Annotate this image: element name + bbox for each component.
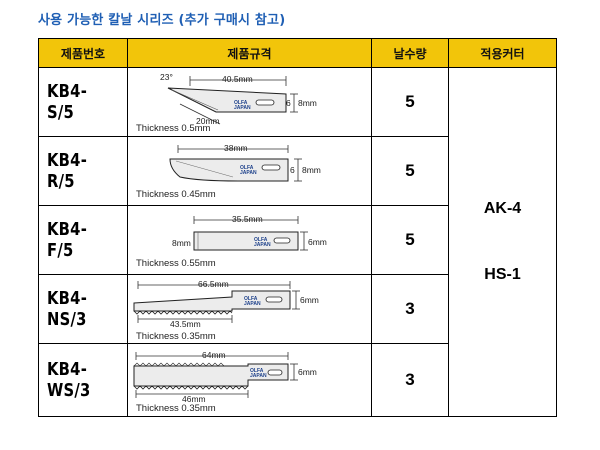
blade-height-inner-label: 6 xyxy=(286,98,291,108)
blade-edge-label: 20mm xyxy=(196,116,220,126)
blade-edge-label: 43.5mm xyxy=(170,319,201,329)
brand-mark: OLFA xyxy=(250,368,264,374)
product-code-text: KB4-WS/3 xyxy=(47,359,91,401)
blade-quantity: 5 xyxy=(371,136,449,206)
blade-height-inner-label: 6 xyxy=(290,165,295,175)
blade-length-label: 35.5mm xyxy=(232,214,263,224)
product-code: KB4-NS/3 xyxy=(38,274,128,344)
header-blade-quantity: 날수량 xyxy=(371,38,449,68)
blade-drawing-ws: 64mm OLFA JAPAN 46mm 6mm Thickness 0.35 xyxy=(133,350,317,414)
blade-quantity: 5 xyxy=(371,205,449,275)
product-code: KB4-F/5 xyxy=(38,205,128,275)
blade-height-label: 6mm xyxy=(308,237,327,247)
table-row: KB4-NS/3 66.5mm OLFA JAPAN 43.5mm xyxy=(38,274,557,344)
blade-quantity: 3 xyxy=(371,343,449,417)
blade-height-label: 6mm xyxy=(298,367,317,377)
cutter-hs-1: HS-1 xyxy=(484,266,521,283)
brand-mark-sub: JAPAN xyxy=(254,242,271,248)
product-spec: 66.5mm OLFA JAPAN 43.5mm 6mm Thickness 0… xyxy=(127,274,372,344)
product-code-text: KB4-S/5 xyxy=(47,81,88,123)
product-code-text: KB4-R/5 xyxy=(47,150,88,192)
brand-mark: OLFA xyxy=(244,296,258,302)
header-product-spec: 제품규격 xyxy=(127,38,372,68)
brand-mark-sub: JAPAN xyxy=(240,170,257,176)
product-spec: 64mm OLFA JAPAN 46mm 6mm Thickness 0.35 xyxy=(127,343,372,417)
table-header-row: 제품번호 제품규격 날수량 적용커터 xyxy=(38,38,557,68)
blade-length-label: 40.5mm xyxy=(222,74,253,84)
product-spec: 38mm OLFA JAPAN 6 8mm Thickness 0.45mm xyxy=(127,136,372,206)
blade-edge-label: 46mm xyxy=(182,394,206,404)
product-code: KB4-WS/3 xyxy=(38,343,128,417)
table-row: KB4-WS/3 64mm OLFA JAPAN 46mm xyxy=(38,343,557,417)
brand-mark-sub: JAPAN xyxy=(250,373,267,379)
blade-thickness-label: Thickness 0.5mm xyxy=(136,123,211,134)
brand-mark: OLFA xyxy=(234,100,248,106)
product-code-text: KB4-F/5 xyxy=(47,219,88,261)
blade-height-label: 8mm xyxy=(302,165,321,175)
blade-drawing-f: 35.5mm OLFA JAPAN 8mm 6mm Thickness 0.55… xyxy=(136,214,327,269)
product-spec: 40.5mm 23° OLFA JAPAN 20mm 6 8 xyxy=(127,67,372,137)
blade-thickness-label: Thickness 0.35mm xyxy=(136,331,216,342)
blade-left-height-label: 8mm xyxy=(172,238,191,248)
brand-mark: OLFA xyxy=(240,165,254,171)
blade-quantity: 3 xyxy=(371,274,449,344)
blade-angle-label: 23° xyxy=(160,72,173,82)
blade-length-label: 66.5mm xyxy=(198,279,229,289)
blade-drawing-ns: 66.5mm OLFA JAPAN 43.5mm 6mm Thickness 0… xyxy=(133,279,319,342)
blade-thickness-label: Thickness 0.45mm xyxy=(136,189,216,200)
blade-drawing-s: 40.5mm 23° OLFA JAPAN 20mm 6 8 xyxy=(136,72,317,134)
blade-drawing-r: 38mm OLFA JAPAN 6 8mm Thickness 0.45mm xyxy=(136,143,321,200)
table-row: KB4-S/5 40.5mm 23° OLFA JAPAN xyxy=(38,67,557,417)
blade-length-label: 38mm xyxy=(224,143,248,153)
blade-height-label: 6mm xyxy=(300,295,319,305)
blade-thickness-label: Thickness 0.55mm xyxy=(136,258,216,269)
table-row: KB4-F/5 35.5mm OLFA JAPAN 8mm 6mm xyxy=(38,205,557,275)
product-code-text: KB4-NS/3 xyxy=(47,288,88,330)
cutter-ak-4: AK-4 xyxy=(483,200,522,217)
blade-spec-table: 제품번호 제품규격 날수량 적용커터 KB4-S/5 40.5mm 23° xyxy=(38,38,557,417)
blade-quantity: 5 xyxy=(371,67,449,137)
brand-mark-sub: JAPAN xyxy=(234,105,251,111)
blade-thickness-label: Thickness 0.35mm xyxy=(136,403,216,414)
page-title: 사용 가능한 칼날 시리즈 (추가 구매시 참고) xyxy=(38,13,286,28)
header-product-code: 제품번호 xyxy=(38,38,128,68)
header-compatible-cutter: 적용커터 xyxy=(448,38,557,68)
product-code: KB4-R/5 xyxy=(38,136,128,206)
compatible-cutters: AK-4 HS-1 xyxy=(448,67,557,417)
blade-length-label: 64mm xyxy=(202,350,226,360)
product-spec: 35.5mm OLFA JAPAN 8mm 6mm Thickness 0.55… xyxy=(127,205,372,275)
product-code: KB4-S/5 xyxy=(38,67,128,137)
brand-mark: OLFA xyxy=(254,237,268,243)
table-row: KB4-R/5 38mm OLFA JAPAN 6 8mm xyxy=(38,136,557,206)
blade-height-label: 8mm xyxy=(298,98,317,108)
brand-mark-sub: JAPAN xyxy=(244,301,261,307)
